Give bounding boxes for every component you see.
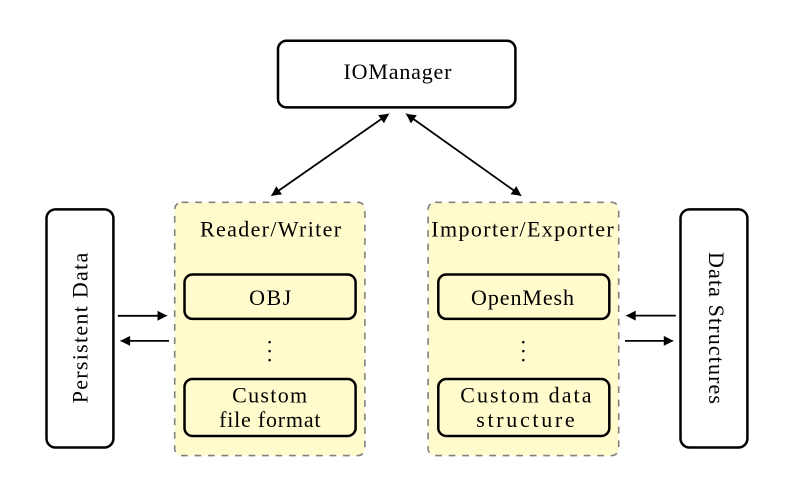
svg-text:Persistent Data: Persistent Data [68, 251, 93, 403]
svg-text:IOManager: IOManager [344, 59, 453, 84]
svg-text:Data Structures: Data Structures [704, 252, 729, 405]
svg-text:OBJ: OBJ [249, 285, 292, 310]
svg-text:Importer/Exporter: Importer/Exporter [431, 217, 615, 242]
svg-text:structure: structure [476, 407, 577, 432]
svg-text:Reader/Writer: Reader/Writer [200, 217, 342, 242]
svg-text:OpenMesh: OpenMesh [471, 285, 575, 310]
svg-text:file format: file format [219, 407, 321, 432]
svg-text:Custom data: Custom data [460, 383, 593, 408]
svg-text:Custom: Custom [232, 383, 308, 408]
